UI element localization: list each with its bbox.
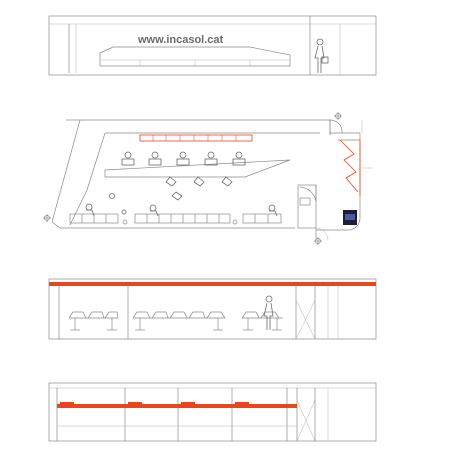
staff-desk-4 <box>204 151 218 166</box>
wall-elevation-view <box>48 382 377 442</box>
column-markers <box>43 112 342 245</box>
entrance-vestibule <box>297 184 317 229</box>
section-accent-band <box>49 282 376 286</box>
seating-row-middle <box>132 311 226 331</box>
seating-row-left <box>68 311 119 331</box>
visitor-chairs <box>165 176 233 201</box>
staff-desk-2 <box>148 151 162 166</box>
front-elevation-view: www.incasol.cat <box>48 15 377 76</box>
door-marker <box>299 197 311 206</box>
wall-accent-band <box>57 404 297 408</box>
waiting-bench-middle <box>134 213 231 224</box>
website-label: www.incasol.cat <box>137 34 224 46</box>
seated-person-icon <box>85 193 278 217</box>
waiting-bench-right <box>242 213 282 224</box>
standing-person-icon <box>314 38 329 73</box>
staff-desk-1 <box>121 151 135 166</box>
display-stand-zigzag <box>339 139 359 193</box>
service-counter-strip <box>139 134 253 142</box>
standing-person-icon <box>263 295 274 330</box>
section-seating-view <box>48 278 377 340</box>
seating-row-right <box>241 311 283 331</box>
staff-desk-5 <box>232 151 246 166</box>
staff-desk-3 <box>176 151 190 166</box>
floor-plan-view <box>43 112 372 245</box>
